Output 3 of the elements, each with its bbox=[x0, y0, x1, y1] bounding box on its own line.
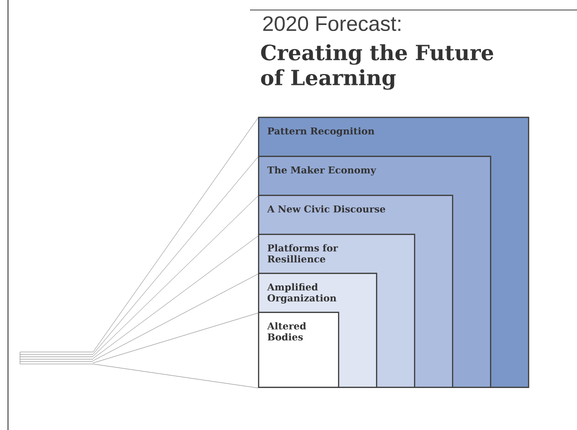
subtitle: Creating the Future of Learning bbox=[261, 44, 494, 90]
nested-box: Altered Bodies bbox=[258, 312, 340, 388]
title: 2020 Forecast: bbox=[263, 16, 400, 32]
